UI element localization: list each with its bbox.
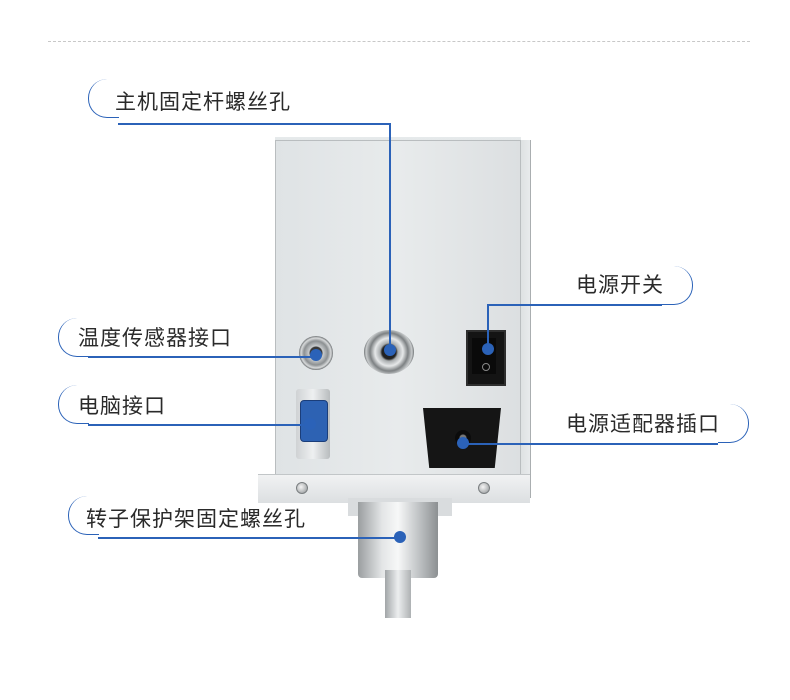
leader-line <box>98 537 400 539</box>
leader-line <box>88 356 316 358</box>
callout-bracket <box>68 496 99 535</box>
marker-dot <box>457 437 469 449</box>
leader-line <box>88 424 310 426</box>
callout-bracket <box>718 404 749 443</box>
power-switch-mark <box>482 363 490 371</box>
callout-temp-sensor-port: 温度传感器接口 <box>78 326 232 350</box>
callout-computer-port: 电脑接口 <box>78 394 166 418</box>
callout-rotor-guard-screw-hole: 转子保护架固定螺丝孔 <box>86 507 306 531</box>
rotor-shaft <box>385 570 411 618</box>
callout-bracket <box>58 318 89 357</box>
callout-power-switch: 电源开关 <box>576 273 664 297</box>
marker-dot <box>394 531 406 543</box>
marker-dot <box>384 344 396 356</box>
marker-dot <box>482 343 494 355</box>
marker-dot <box>310 349 322 361</box>
top-dashed-divider <box>48 41 750 42</box>
screw-icon <box>296 482 308 494</box>
leader-line <box>118 123 390 125</box>
marker-dot <box>304 418 316 430</box>
callout-main-rod-screw-hole: 主机固定杆螺丝孔 <box>115 90 291 114</box>
leader-line <box>463 443 718 445</box>
callout-bracket <box>88 79 119 118</box>
leader-line <box>389 123 391 350</box>
callout-bracket <box>662 266 693 305</box>
screw-icon <box>478 482 490 494</box>
callout-power-adapter-socket: 电源适配器插口 <box>566 412 720 436</box>
leader-line <box>488 304 662 306</box>
leader-line <box>487 304 489 349</box>
callout-bracket <box>58 385 89 424</box>
